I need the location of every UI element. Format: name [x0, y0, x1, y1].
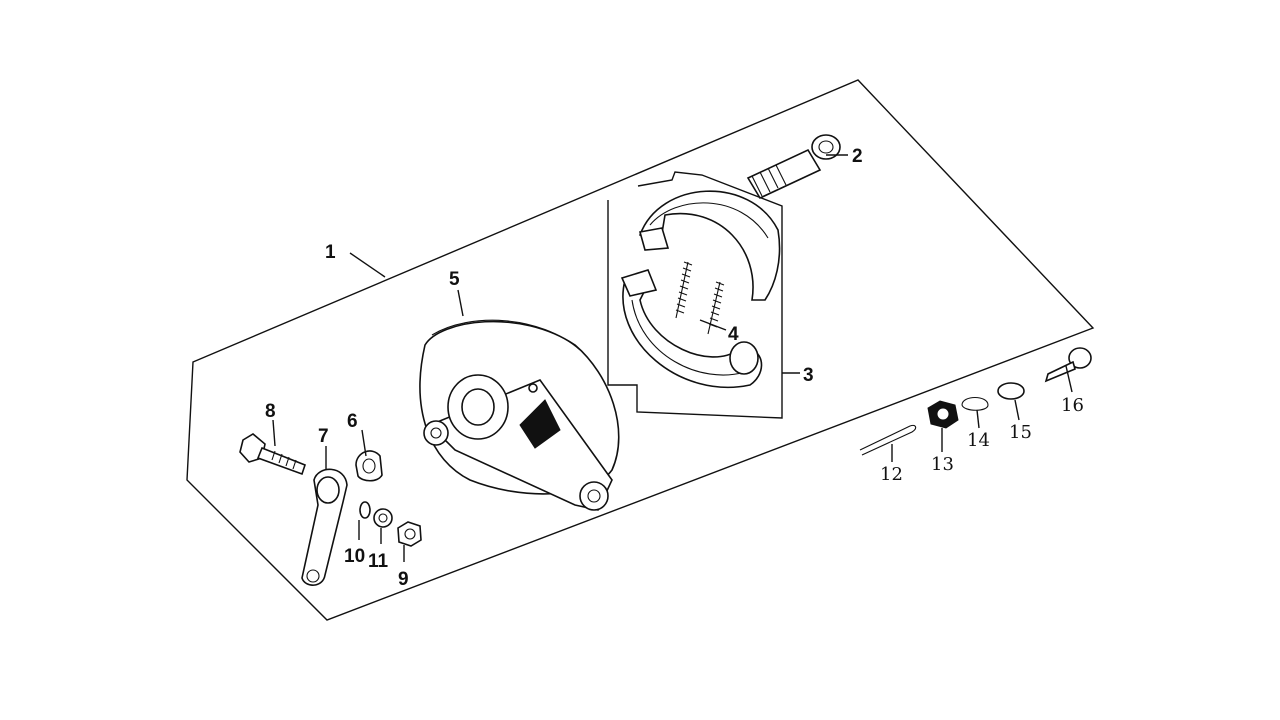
leader-lines [272, 154, 1073, 562]
callout-9: 9 [398, 569, 409, 590]
callout-5: 5 [449, 269, 460, 290]
callout-2: 2 [852, 146, 863, 167]
arm-bolt [239, 433, 306, 476]
washer-10 [359, 501, 371, 519]
callout-14: 14 [967, 430, 990, 451]
callout-6: 6 [347, 411, 358, 432]
callout-4: 4 [728, 324, 739, 345]
brake-arm [301, 468, 348, 586]
axle-nut [927, 400, 959, 429]
callout-16: 16 [1061, 395, 1084, 416]
callout-1: 1 [325, 242, 336, 263]
brake-shoe-upper [638, 190, 781, 301]
wear-indicator [355, 450, 383, 482]
brake-shoe-lower [620, 269, 763, 389]
circlip [961, 396, 989, 411]
return-springs [675, 261, 725, 335]
callout-10: 10 [344, 546, 365, 567]
brake-panel [419, 319, 620, 511]
callout-labels: 1 2 3 4 5 6 7 8 9 10 11 12 13 14 15 16 [265, 146, 1084, 590]
callout-13: 13 [931, 454, 954, 475]
nut-9 [397, 521, 422, 547]
adjuster-bolt [1044, 347, 1092, 383]
callout-15: 15 [1009, 422, 1032, 443]
callout-12: 12 [880, 464, 903, 485]
callout-8: 8 [265, 401, 276, 422]
cotter-pin [859, 424, 917, 456]
o-ring [997, 382, 1025, 400]
callout-3: 3 [803, 365, 814, 386]
brake-cam-shaft [746, 134, 841, 200]
callout-11: 11 [368, 551, 389, 572]
brake-shoe-frame [607, 171, 783, 419]
assembly-outline [186, 79, 1095, 621]
washer-11 [373, 508, 393, 528]
callout-7: 7 [318, 426, 329, 447]
